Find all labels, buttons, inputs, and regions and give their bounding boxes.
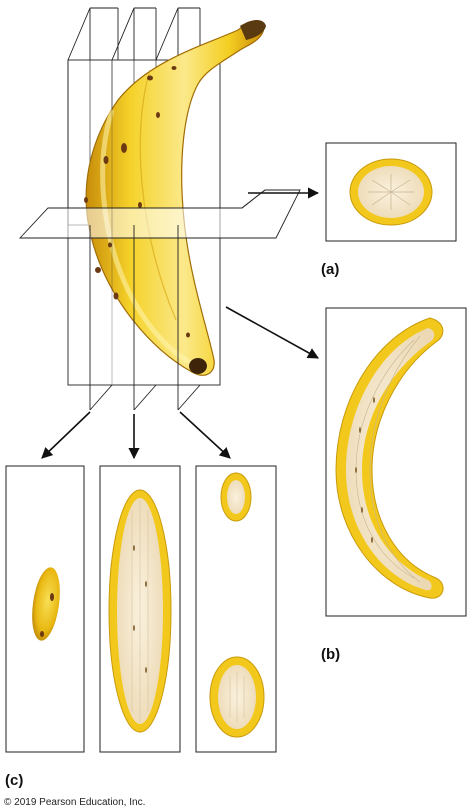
panel-c1-peel-slice	[5, 465, 85, 753]
vertical-cutting-planes-front	[89, 60, 201, 411]
label-b: (b)	[321, 646, 340, 663]
arrows	[41, 187, 320, 460]
panel-c3-edge-slice	[195, 465, 277, 753]
label-c: (c)	[5, 772, 23, 789]
panel-a-transverse-section	[325, 142, 457, 242]
radial-vascular-lines	[368, 174, 414, 210]
seed-traces	[355, 397, 375, 543]
arrow-to-longitudinal-section	[225, 306, 319, 359]
center-slice-fibers	[131, 500, 149, 722]
panel-c2-center-slice	[99, 465, 181, 753]
copyright-notice: © 2019 Pearson Education, Inc.	[4, 797, 145, 808]
arrow-to-section-c1	[41, 411, 91, 459]
panel-b-longitudinal-section	[325, 307, 467, 617]
center-slice-seeds	[133, 545, 147, 673]
label-a: (a)	[321, 261, 339, 278]
arrow-to-section-c3	[179, 411, 231, 459]
edge-slice-fibers	[229, 672, 245, 722]
whole-banana	[84, 20, 266, 376]
banana-spots	[84, 66, 190, 338]
